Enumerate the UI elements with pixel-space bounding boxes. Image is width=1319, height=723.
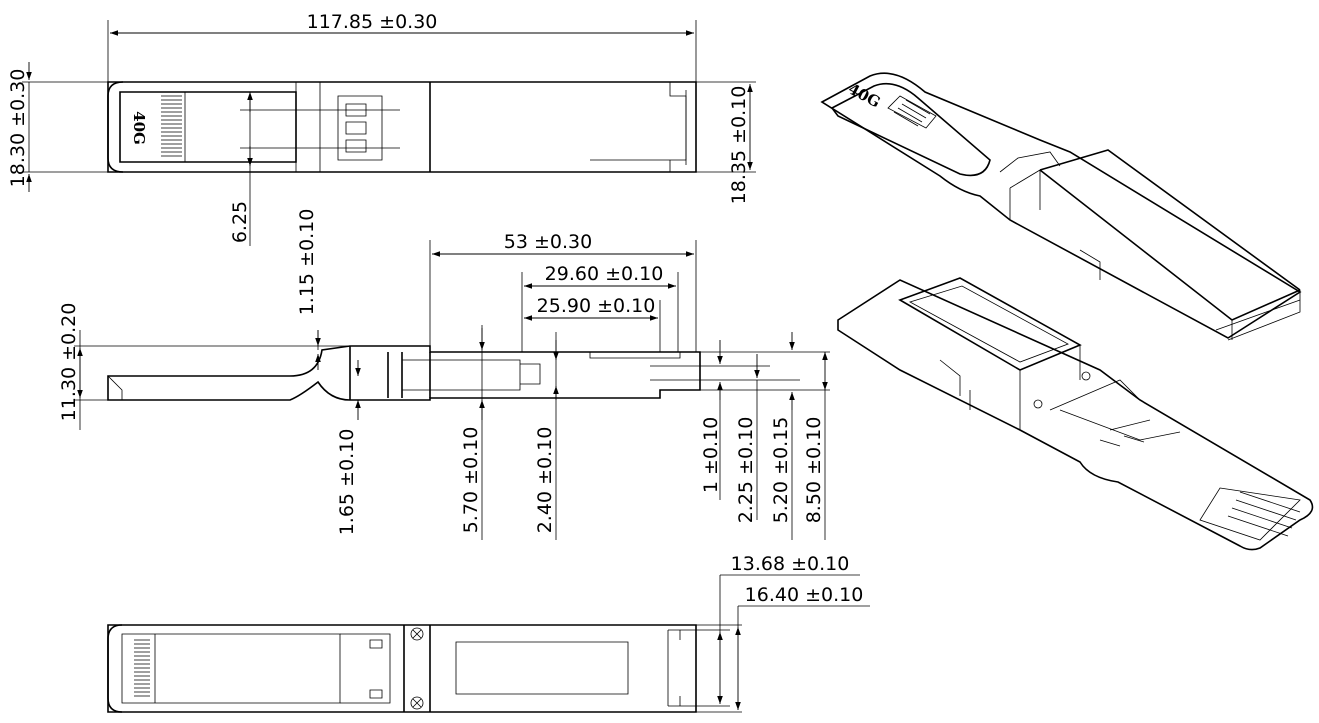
iso-view-bottom bbox=[837, 277, 1314, 551]
d2-25-label: 2.25 ±0.10 bbox=[735, 417, 757, 524]
pitch-label: 6.25 bbox=[229, 201, 251, 243]
dim-5-70: 5.70 ±0.10 bbox=[460, 325, 485, 540]
dim-1-15: 1.15 ±0.10 bbox=[296, 209, 321, 370]
dim-overall-length: 117.85 ±0.30 bbox=[107, 11, 697, 82]
grip-lines-bottom bbox=[134, 639, 150, 697]
dim-height-left: 18.30 ±0.30 bbox=[7, 62, 108, 192]
height-right-label: 18.35 ±0.10 bbox=[728, 86, 750, 205]
d8-50-label: 8.50 ±0.10 bbox=[803, 417, 825, 524]
dim-height-right: 18.35 ±0.10 bbox=[696, 81, 756, 205]
d5-70-label: 5.70 ±0.10 bbox=[460, 427, 482, 534]
dim-53: 53 ±0.30 bbox=[429, 231, 697, 352]
dim-29-60: 29.60 ±0.10 bbox=[521, 263, 679, 352]
d2-40-label: 2.40 ±0.10 bbox=[534, 427, 556, 534]
dim-2-40: 2.40 ±0.10 bbox=[534, 332, 559, 540]
badge-40g: 40G bbox=[130, 111, 148, 145]
d16-40-label: 16.40 ±0.10 bbox=[745, 584, 864, 606]
d1-15-label: 1.15 ±0.10 bbox=[296, 209, 318, 316]
grip-lines bbox=[161, 95, 182, 157]
top-view: 40G bbox=[107, 81, 697, 173]
height-left-label: 18.30 ±0.30 bbox=[7, 69, 29, 188]
dim-right-stack: 1 ±0.10 2.25 ±0.10 5.20 ±0.15 8.50 ±0.10 bbox=[700, 332, 830, 540]
bottom-view bbox=[107, 624, 697, 713]
d25-label: 25.90 ±0.10 bbox=[537, 295, 656, 317]
dim-1-65: 1.65 ±0.10 bbox=[336, 360, 361, 536]
d5-20-label: 5.20 ±0.15 bbox=[770, 417, 792, 524]
dim-25-90: 25.90 ±0.10 bbox=[524, 295, 661, 352]
d1-65-label: 1.65 ±0.10 bbox=[336, 429, 358, 536]
dim-16-40: 16.40 ±0.10 bbox=[696, 584, 870, 713]
dim-13-68: 13.68 ±0.10 bbox=[696, 553, 860, 707]
dim-pitch: 6.25 bbox=[229, 92, 253, 246]
d29-label: 29.60 ±0.10 bbox=[545, 263, 664, 285]
screw-top bbox=[410, 627, 424, 641]
side-view bbox=[107, 345, 701, 401]
screw-bottom bbox=[410, 696, 424, 710]
d1-label: 1 ±0.10 bbox=[700, 417, 722, 493]
d13-68-label: 13.68 ±0.10 bbox=[731, 553, 850, 575]
overall-length-label: 117.85 ±0.30 bbox=[307, 11, 438, 33]
iso-view-top: 40G bbox=[820, 72, 1302, 341]
d53-label: 53 ±0.30 bbox=[504, 231, 592, 253]
dim-11-30: 11.30 ±0.20 bbox=[58, 303, 350, 430]
d11-30-label: 11.30 ±0.20 bbox=[58, 303, 80, 422]
